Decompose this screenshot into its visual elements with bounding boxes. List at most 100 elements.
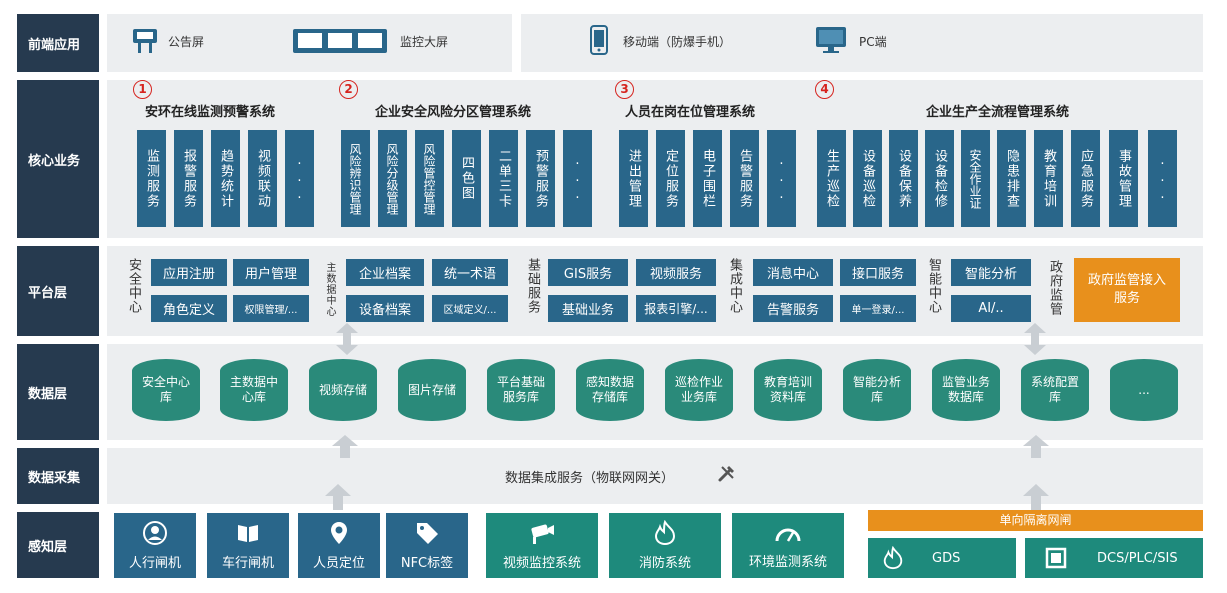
database-item[interactable]: 系统配置库 bbox=[1021, 359, 1089, 421]
core-item[interactable]: 定位服务 bbox=[656, 130, 685, 227]
database-item[interactable]: 视频存储 bbox=[309, 359, 377, 421]
platform-button[interactable]: 视频服务 bbox=[636, 259, 716, 286]
core-item[interactable]: 告警服务 bbox=[730, 130, 759, 227]
core-item[interactable]: 风险辨识管理 bbox=[341, 130, 370, 227]
core-item[interactable]: 视频联动 bbox=[248, 130, 277, 227]
core-item[interactable]: 事故管理 bbox=[1109, 130, 1138, 227]
core-item[interactable]: 进出管理 bbox=[619, 130, 648, 227]
database-item[interactable]: 平台基础服务库 bbox=[487, 359, 555, 421]
layer-label-sensing: 感知层 bbox=[17, 512, 99, 578]
platform-button[interactable]: 消息中心 bbox=[753, 259, 833, 286]
database-item[interactable]: 监管业务数据库 bbox=[932, 359, 1000, 421]
core-item-more[interactable]: ... bbox=[767, 130, 796, 227]
database-item[interactable]: 图片存储 bbox=[398, 359, 466, 421]
layer-label-core: 核心业务 bbox=[17, 80, 99, 238]
platform-button[interactable]: 智能分析 bbox=[951, 259, 1031, 286]
tools-icon bbox=[718, 466, 734, 482]
core-item[interactable]: 生产巡检 bbox=[817, 130, 846, 227]
platform-button[interactable]: 权限管理/... bbox=[233, 295, 309, 322]
database-item[interactable]: 巡检作业业务库 bbox=[665, 359, 733, 421]
platform-group-label: 安全中心 bbox=[126, 258, 141, 314]
database-item[interactable]: 主数据中心库 bbox=[220, 359, 288, 421]
platform-button[interactable]: 报表引擎/... bbox=[636, 295, 716, 322]
platform-group-label: 集成中心 bbox=[727, 258, 742, 314]
core-item[interactable]: 隐患排查 bbox=[997, 130, 1026, 227]
sensing-label: 人行闸机 bbox=[128, 556, 181, 571]
core-item[interactable]: 四色图 bbox=[452, 130, 481, 227]
core-item[interactable]: 风险管控管理 bbox=[415, 130, 444, 227]
platform-button[interactable]: 用户管理 bbox=[233, 259, 309, 286]
core-item[interactable]: 设备检修 bbox=[925, 130, 954, 227]
sensing-label: DCS/PLC/SIS bbox=[1097, 550, 1178, 566]
platform-button[interactable]: 告警服务 bbox=[753, 295, 833, 322]
core-item[interactable]: 二单三卡 bbox=[489, 130, 518, 227]
isolation-gateway-bar: 单向隔离网闸 bbox=[868, 510, 1203, 531]
platform-group-label: 智能中心 bbox=[926, 258, 941, 314]
platform-button[interactable]: 企业档案 bbox=[346, 259, 424, 286]
platform-group-label: 主数据中心 bbox=[324, 262, 335, 317]
platform-button[interactable]: 应用注册 bbox=[151, 259, 227, 286]
frontend-item-pc: PC端 bbox=[859, 35, 887, 49]
sensing-item-pedestrian-gate[interactable]: 人行闸机 bbox=[114, 513, 196, 578]
platform-button[interactable]: AI/.. bbox=[951, 295, 1031, 322]
sensing-label: 消防系统 bbox=[638, 556, 691, 571]
core-item[interactable]: 电子围栏 bbox=[693, 130, 722, 227]
monitor-icon bbox=[1045, 547, 1067, 569]
core-item[interactable]: 报警服务 bbox=[174, 130, 203, 227]
platform-button[interactable]: GIS服务 bbox=[548, 259, 628, 286]
core-item-more[interactable]: ... bbox=[1148, 130, 1177, 227]
platform-button[interactable]: 基础业务 bbox=[548, 295, 628, 322]
big-screen-icon bbox=[293, 29, 387, 53]
sensing-label: 人员定位 bbox=[312, 556, 365, 571]
core-item[interactable]: 应急服务 bbox=[1071, 130, 1100, 227]
database-item[interactable]: 安全中心库 bbox=[132, 359, 200, 421]
sensing-item-vehicle-gate[interactable]: 车行闸机 bbox=[207, 513, 289, 578]
sensing-item-personnel-location[interactable]: 人员定位 bbox=[298, 513, 380, 578]
sensing-item-gds[interactable]: GDS bbox=[868, 538, 1016, 578]
sensing-item-nfc-tag[interactable]: NFC标签 bbox=[386, 513, 468, 578]
system-title-2: 企业安全风险分区管理系统 bbox=[375, 105, 532, 120]
core-item-more[interactable]: ... bbox=[563, 130, 592, 227]
layer-label-frontend: 前端应用 bbox=[17, 14, 99, 72]
gauge-icon bbox=[775, 528, 801, 542]
data-panel bbox=[107, 344, 1203, 440]
core-item[interactable]: 教育培训 bbox=[1034, 130, 1063, 227]
core-item[interactable]: 风险分级管理 bbox=[378, 130, 407, 227]
core-item[interactable]: 预警服务 bbox=[526, 130, 555, 227]
sensing-label: 视频监控系统 bbox=[502, 556, 581, 571]
core-item[interactable]: 趋势统计 bbox=[211, 130, 240, 227]
database-item-more[interactable]: ... bbox=[1110, 359, 1178, 421]
platform-button[interactable]: 单一登录/... bbox=[840, 295, 916, 322]
database-item[interactable]: 教育培训资料库 bbox=[754, 359, 822, 421]
layer-label-collection: 数据采集 bbox=[17, 448, 99, 504]
fire-icon bbox=[654, 520, 676, 546]
system-number-2: 2 bbox=[339, 80, 358, 99]
sensing-label: NFC标签 bbox=[400, 556, 454, 571]
core-item[interactable]: 安全作业证 bbox=[961, 130, 990, 227]
frontend-panel-right bbox=[521, 14, 1203, 72]
platform-button[interactable]: 角色定义 bbox=[151, 295, 227, 322]
core-item[interactable]: 监测服务 bbox=[137, 130, 166, 227]
frontend-item-bigscreen: 监控大屏 bbox=[400, 35, 449, 49]
sensing-label: 环境监测系统 bbox=[748, 555, 827, 570]
core-item-more[interactable]: ... bbox=[285, 130, 314, 227]
sensing-item-fire-protection[interactable]: 消防系统 bbox=[609, 513, 721, 578]
core-item[interactable]: 设备保养 bbox=[889, 130, 918, 227]
database-item[interactable]: 感知数据存储库 bbox=[576, 359, 644, 421]
platform-button[interactable]: 设备档案 bbox=[346, 295, 424, 322]
sensing-item-video-monitoring[interactable]: 视频监控系统 bbox=[486, 513, 598, 578]
platform-button[interactable]: 统一术语 bbox=[432, 259, 508, 286]
core-item[interactable]: 设备巡检 bbox=[853, 130, 882, 227]
sensing-item-dcs[interactable]: DCS/PLC/SIS bbox=[1025, 538, 1203, 578]
sensing-item-environment-monitoring[interactable]: 环境监测系统 bbox=[732, 513, 844, 578]
person-icon bbox=[143, 521, 167, 545]
platform-group-label: 基础服务 bbox=[525, 258, 540, 314]
platform-button[interactable]: 接口服务 bbox=[840, 259, 916, 286]
frontend-item-mobile: 移动端（防爆手机） bbox=[623, 35, 732, 49]
platform-button[interactable]: 区域定义/... bbox=[432, 295, 508, 322]
system-number-4: 4 bbox=[815, 80, 834, 99]
system-title-1: 安环在线监测预警系统 bbox=[145, 105, 276, 120]
government-access-button[interactable]: 政府监管接入服务 bbox=[1074, 258, 1180, 322]
fire-icon bbox=[883, 546, 903, 570]
database-item[interactable]: 智能分析库 bbox=[843, 359, 911, 421]
